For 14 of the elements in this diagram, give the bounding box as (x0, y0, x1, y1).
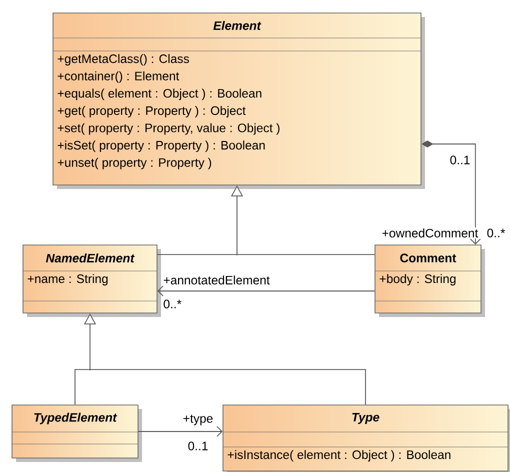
connector-line (138, 426, 223, 437)
class-box: NamedElement +name : String (22, 244, 161, 317)
class-box: Type +isInstance( element : Object ) : Boolean (222, 404, 510, 472)
role-label: +annotatedElement (162, 274, 271, 286)
class-box: TypedElement (12, 404, 142, 462)
multiplicity-label: 0..* (162, 298, 183, 310)
multiplicity-label: 0..1 (186, 440, 210, 452)
role-label: +ownedComment (380, 228, 480, 238)
multiplicity-label: 0..1 (448, 154, 472, 166)
multiplicity-label: 0..* (486, 228, 506, 238)
connector-line (157, 286, 376, 296)
role-label: +type (182, 414, 214, 426)
class-box: Comment +body : String (374, 244, 485, 317)
class-box: Element +getMetaClass() : Class +container() : Element +equals( element : Object ) : Boolean +get( property : Property ) : Object +set( property : Property, value : Object ) +isSet( property : Property ) : Boolean +unset( property : Property ) (52, 12, 425, 189)
